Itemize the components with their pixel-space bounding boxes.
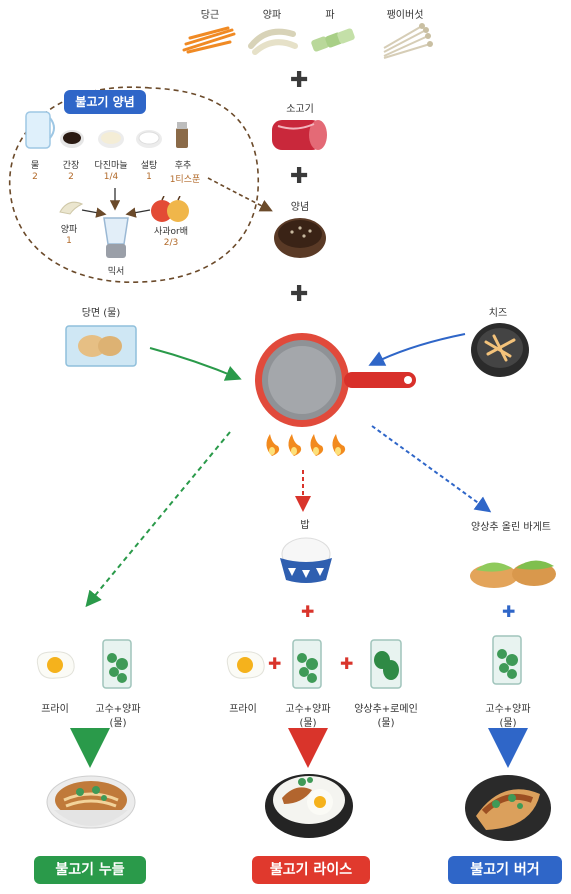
plus-sign: ✚: [290, 282, 309, 307]
lettuce-romaine-jar-icon: [370, 639, 402, 689]
scallion-icon: [311, 28, 355, 52]
marinade-bowl-icon: [274, 218, 326, 258]
cheese-to-pan-arrow: [368, 333, 466, 366]
pan-to-noodle-arrow: [85, 431, 231, 608]
beef-label: 소고기: [286, 104, 314, 115]
cilantro-onion-jar-icon: [292, 639, 322, 689]
sauce-item-qty: 1/4: [103, 172, 119, 182]
pepper-icon: [176, 122, 188, 148]
cilantro-onion-label: 고수+양파: [285, 704, 331, 715]
onion-piece-icon: [59, 201, 84, 215]
cilantro-onion-water-label: (물): [299, 718, 317, 729]
blender-icon: [103, 217, 129, 258]
baguette-lettuce-icon: [470, 560, 556, 588]
sauce-item-label: 설탕: [140, 161, 158, 171]
pan-to-baguette-arrow: [371, 425, 492, 513]
water-pitcher-icon: [25, 111, 55, 149]
marinade-label: 양념: [290, 202, 310, 213]
sauce-fruit-qty: 2/3: [163, 238, 179, 248]
fried-egg-icon: [226, 651, 265, 679]
rice-bowl-icon: [280, 537, 332, 583]
bulgogi-burger-title: 불고기 버거: [448, 856, 562, 884]
bulgogi-noodle-bowl-icon: [46, 775, 136, 829]
bulgogi-burger-icon: [465, 775, 551, 841]
rice-label: 밥: [300, 520, 310, 531]
sauce-item-label: 다진마늘: [94, 161, 128, 171]
sugar-icon: [136, 130, 162, 148]
fried-egg-icon: [36, 651, 75, 679]
baguette-label: 양상추 올린 바게트: [471, 522, 551, 533]
apple-pear-icon: [151, 196, 189, 222]
scallion-label: 파: [325, 10, 335, 21]
sauce-item-qty: 2: [32, 172, 38, 182]
cheese-bowl-icon: [471, 323, 529, 377]
mixer-label: 믹서: [107, 267, 125, 277]
plus-sign: ✚: [290, 68, 309, 93]
sauce-item-label: 물: [30, 161, 40, 171]
sauce-onion-label: 양파: [60, 225, 78, 235]
onion-slices-icon: [248, 28, 298, 55]
sauce-onion-qty: 1: [66, 236, 72, 246]
plus-sign: ✚: [502, 602, 516, 621]
mixer-arrow-left: [81, 207, 107, 218]
lettuce-romaine-label: 양상추+로메인: [354, 704, 418, 715]
carrot-icon: [182, 26, 236, 54]
sauce-title: 불고기 양념: [64, 90, 146, 114]
onion-label: 양파: [262, 10, 282, 21]
plus-sign: ✚: [340, 654, 354, 673]
bulgogi-rice-bowl-icon: [265, 774, 353, 838]
garlic-icon: [98, 130, 124, 148]
fried-egg-label: 프라이: [229, 704, 257, 715]
carrot-label: 당근: [200, 10, 220, 21]
frying-pan-icon: [255, 333, 416, 427]
cilantro-onion-label: 고수+양파: [485, 704, 531, 715]
plus-sign: ✚: [268, 654, 282, 673]
sauce-to-marinade-arrow: [207, 177, 273, 212]
mixer-arrow-right: [125, 207, 151, 218]
cheese-label: 치즈: [488, 308, 508, 319]
enoki-icon: [383, 23, 433, 59]
bulgogi-rice-title: 불고기 라이스: [252, 856, 370, 884]
bulgogi-noodle-title: 불고기 누들: [34, 856, 146, 884]
lettuce-romaine-water-label: (물): [377, 718, 395, 729]
cilantro-onion-water-label: (물): [499, 718, 517, 729]
sauce-item-label: 후추: [174, 161, 192, 171]
enoki-label: 팽이버섯: [386, 10, 424, 21]
cilantro-onion-label: 고수+양파: [95, 704, 141, 715]
glass-noodles-icon: [65, 325, 137, 367]
cilantro-onion-jar-icon: [492, 635, 522, 685]
soy-sauce-icon: [60, 130, 84, 148]
sauce-item-qty: 1: [146, 172, 152, 182]
sauce-item-qty: 1티스푼: [169, 175, 201, 185]
plus-sign: ✚: [290, 164, 309, 189]
sauce-item-qty: 2: [68, 172, 74, 182]
cilantro-onion-jar-icon: [102, 639, 132, 689]
plus-sign: ✚: [301, 602, 315, 621]
sauce-item-label: 간장: [62, 161, 80, 171]
noodles-label: 당면 (물): [81, 308, 121, 319]
cilantro-onion-water-label: (물): [109, 718, 127, 729]
fried-egg-label: 프라이: [41, 704, 69, 715]
fire-icon: [266, 434, 346, 456]
beef-icon: [272, 120, 327, 150]
noodles-to-pan-arrow: [149, 347, 242, 381]
sauce-fruit-label: 사과or배: [153, 227, 189, 237]
